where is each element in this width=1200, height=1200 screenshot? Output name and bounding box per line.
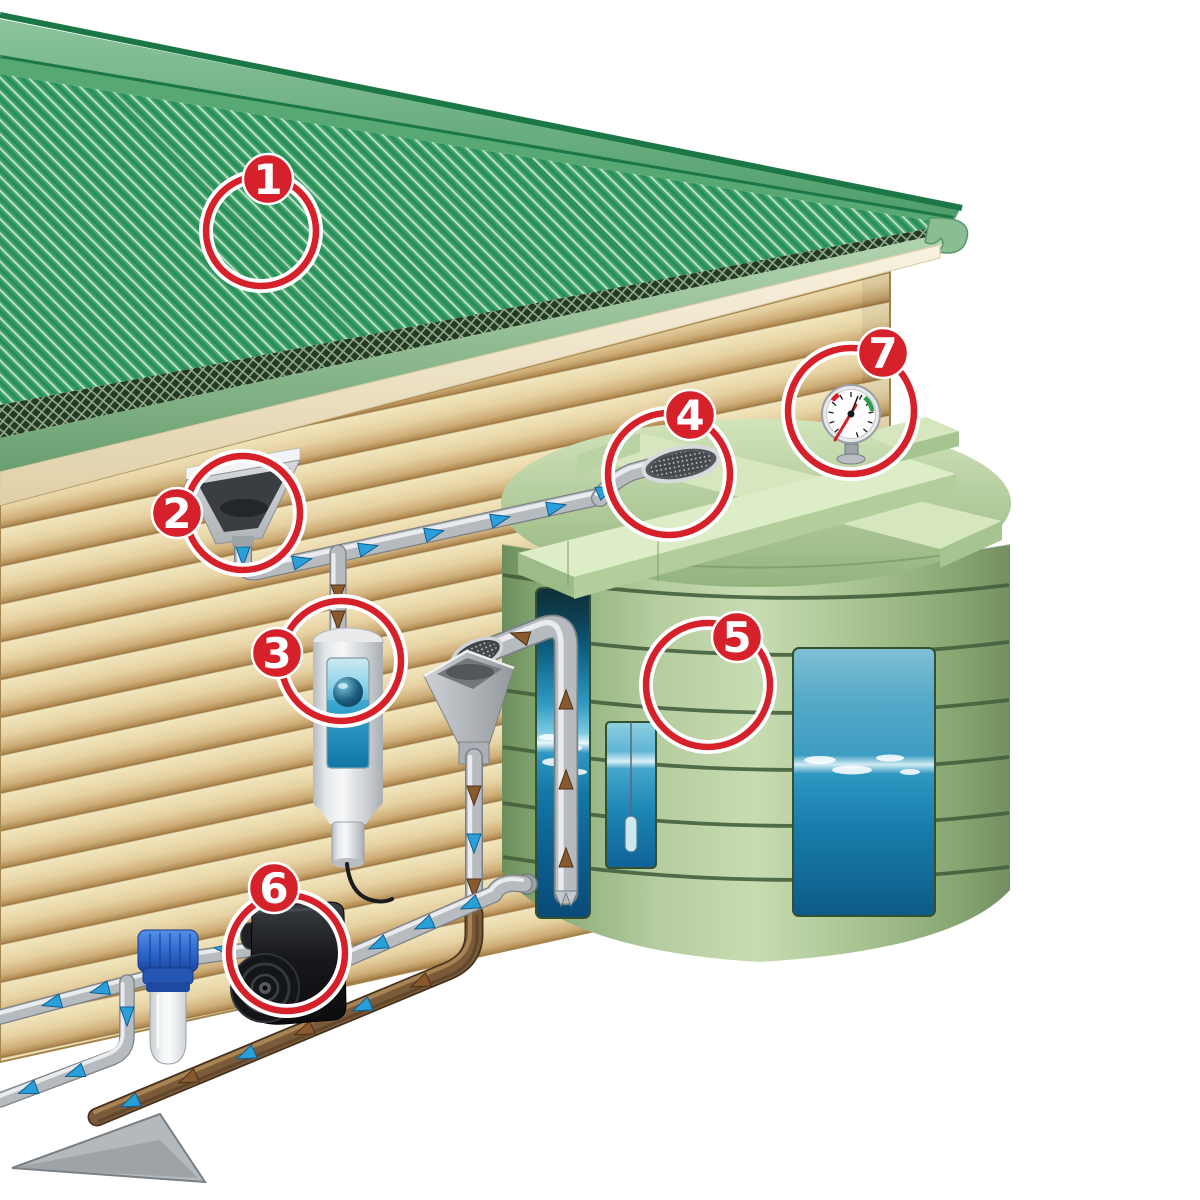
stormwater-arrowhead [11,1112,207,1184]
gutter-leaf-guard-mesh [0,224,955,438]
rain-head-leaf-screen [185,447,301,546]
supply-plumbing [0,873,538,1108]
callout-4: 4 [601,388,737,542]
roof [0,12,969,506]
callout-6-badge [247,861,301,915]
fascia-board [0,244,941,506]
ridge-flashing-band [0,19,960,219]
ridge-cap-top-edge [0,12,963,211]
overflow-funnel [423,649,515,765]
callout-2: 2 [150,449,307,577]
diverter-float-ball [333,677,363,707]
diverter-branch-pipe [329,544,347,641]
standpipe-serrated-end [554,890,578,908]
gauge-green-arc [863,395,875,412]
callout-1-number: 1 [253,155,282,204]
callout-1-badge [241,152,295,206]
overflow-assembly [11,636,515,1184]
callout-1: 1 [199,152,323,293]
callout-6: 6 [222,861,352,1018]
tank-level-gauge [821,384,881,465]
roof-corrugated-plane [0,74,952,405]
callout-7-number: 7 [868,329,897,378]
overflow-standpipe [476,614,579,908]
callout-5-number: 5 [722,613,751,662]
gutter [0,231,958,472]
callout-5: 5 [639,610,777,754]
float-sensor [624,815,638,853]
roof-sheet-seam [529,157,660,288]
callout-3-badge [250,626,304,680]
cloud-reflections-right-window [804,754,920,775]
diverter-drain-hose [345,862,394,904]
callout-2-number: 2 [162,489,191,538]
callout-4-badge [663,388,717,442]
roof-sheet-seam [239,94,472,327]
callouts: 1 2 3 4 5 6 7 [150,152,921,1018]
callout-4-number: 4 [675,391,704,440]
tank-outlet-suction-pipe [327,873,538,972]
house-feed-pipe-upper [0,966,170,1025]
tank-inlet-screen [641,444,721,484]
tank-cutaway-right [792,647,936,917]
callout-2-badge [150,486,204,540]
gauge-ticks [828,392,874,438]
lid-front-seams [567,535,659,586]
stormwater-pipe-underground [11,904,484,1184]
roof-top-margin [0,58,953,224]
filter-bowl [149,989,187,1065]
callout-3: 3 [250,594,408,728]
callout-7-badge [856,326,910,380]
callout-3-number: 3 [262,629,291,678]
callout-6-number: 6 [259,864,288,913]
water-filter [137,929,199,1065]
gauge-red-arc [830,392,840,402]
callout-7: 7 [781,326,921,481]
callout-5-badge [710,610,764,664]
house-feed-pipe-lower [0,974,135,1108]
